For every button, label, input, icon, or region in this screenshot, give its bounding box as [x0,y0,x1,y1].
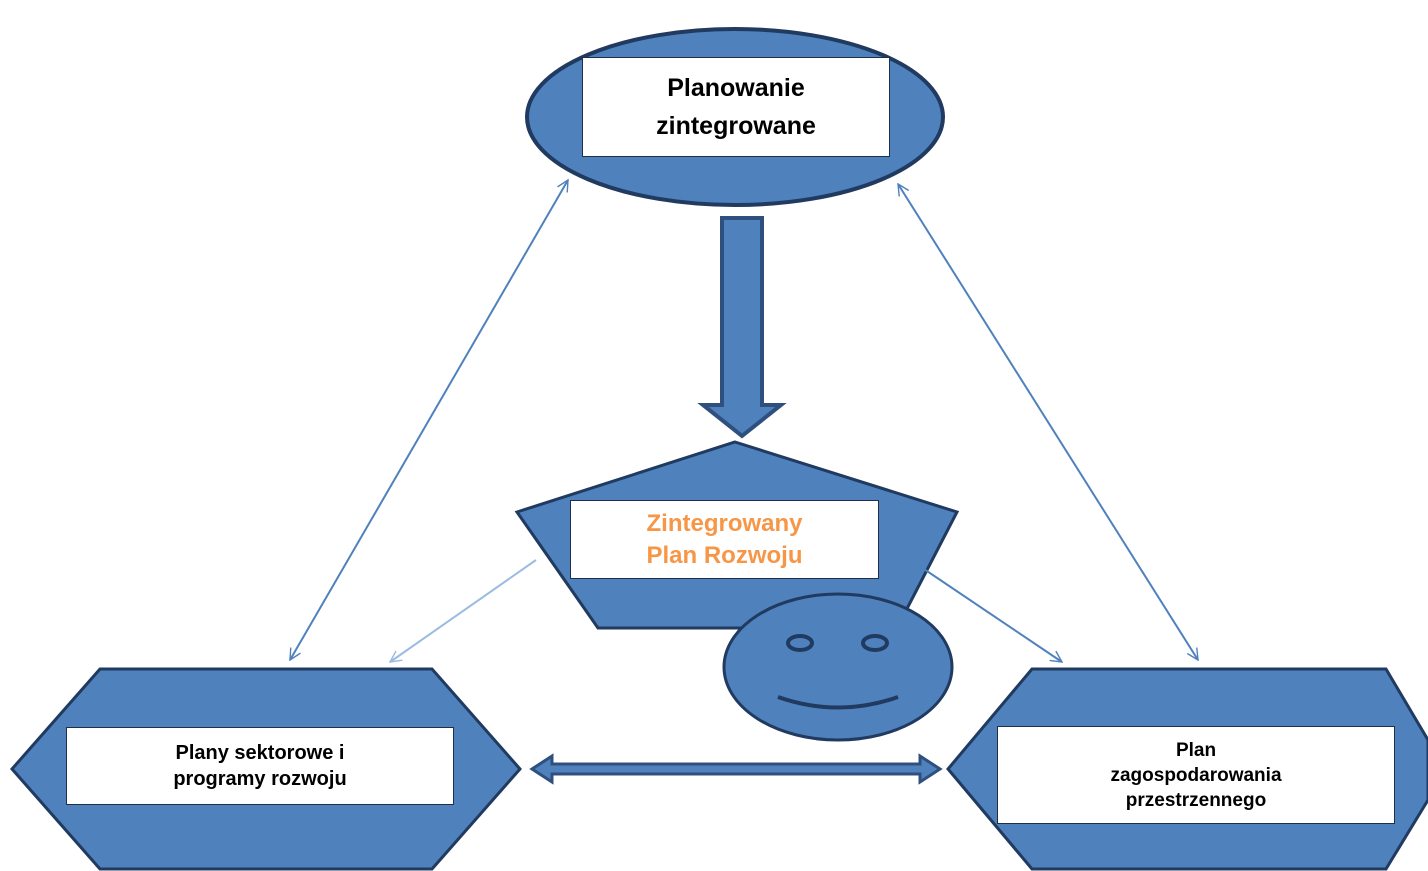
block-arrow-down [697,216,787,439]
zintegrowany-plan-rozwoju-label: Zintegrowany Plan Rozwoju [570,500,879,579]
smiley-face-icon [722,592,954,742]
connector-center-right [914,562,1062,662]
connector-top-right [897,184,1199,660]
planowanie-zintegrowane-label: Planowanie zintegrowane [582,57,890,157]
plany-sektorowe-label: Plany sektorowe i programy rozwoju [66,727,454,805]
connector-top-left [289,180,569,660]
connector-center-left [390,559,537,662]
double-block-arrow-horizontal [529,753,943,785]
plan-zagospodarowania-label: Plan zagospodarowania przestrzennego [997,726,1395,824]
